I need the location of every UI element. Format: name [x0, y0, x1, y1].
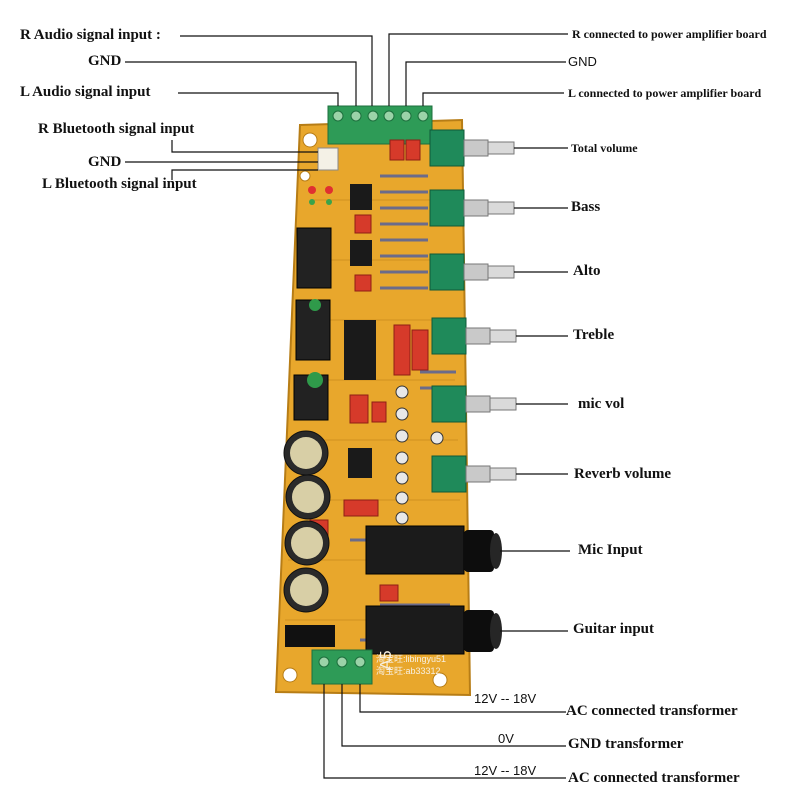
potentiometers: [429, 129, 517, 493]
label-reverb-volume: Reverb volume: [574, 466, 672, 482]
label-voltage-ac1: 12V -- 18V: [474, 691, 537, 706]
ic-chips: [344, 184, 376, 478]
audio-jacks: [365, 525, 502, 655]
top-terminal-block: [327, 105, 433, 145]
terminal-screws: [332, 110, 429, 122]
terminal-body: [327, 105, 433, 145]
label-r-power-amp: R connected to power amplifier board: [572, 27, 767, 41]
led-red: [325, 186, 333, 194]
led-red: [308, 186, 316, 194]
label-r-audio-input: R Audio signal input :: [20, 27, 161, 43]
mount-hole: [282, 667, 298, 683]
pot-mic-vol: [431, 385, 517, 423]
large-capacitors: [283, 430, 331, 613]
bridge-rectifier: [285, 625, 335, 647]
led-green: [309, 199, 315, 205]
mount-hole: [299, 170, 311, 182]
label-gnd-transformer: GND transformer: [568, 736, 684, 752]
label-l-audio-input: L Audio signal input: [20, 84, 151, 100]
label-l-power-amp: L connected to power amplifier board: [568, 86, 762, 100]
label-mic-vol: mic vol: [578, 396, 625, 412]
leader-lines: [125, 33, 570, 779]
pot-total-volume: [429, 129, 515, 167]
label-alto: Alto: [573, 263, 601, 279]
green-capacitor: [307, 372, 323, 388]
board-seller-label: 淘宝旺:libingyu51: [376, 654, 447, 664]
label-bass: Bass: [571, 199, 601, 215]
bottom-terminal-block: [311, 649, 373, 685]
green-capacitor: [309, 299, 321, 311]
label-gnd-audio: GND: [88, 53, 122, 69]
label-mic-input: Mic Input: [578, 542, 643, 558]
pot-reverb-volume: [431, 455, 517, 493]
label-guitar-input: Guitar input: [573, 621, 654, 637]
label-gnd-bluetooth: GND: [88, 154, 122, 170]
label-ac-transformer-2: AC connected transformer: [568, 770, 740, 786]
label-voltage-gnd: 0V: [498, 731, 514, 746]
pot-alto: [429, 253, 515, 291]
jack-mic-input: [365, 525, 502, 575]
label-gnd-power-amp: GND: [568, 54, 597, 69]
label-voltage-ac2: 12V -- 18V: [474, 763, 537, 778]
small-capacitors: [395, 385, 444, 525]
heatsinks: [293, 227, 332, 421]
label-r-bluetooth-input: R Bluetooth signal input: [38, 121, 195, 137]
label-l-bluetooth-input: L Bluetooth signal input: [42, 176, 197, 192]
jack-guitar-input: [365, 605, 502, 655]
pot-treble: [431, 317, 517, 355]
label-ac-transformer-1: AC connected transformer: [566, 703, 738, 719]
label-total-volume: Total volume: [571, 141, 638, 155]
label-treble: Treble: [573, 327, 615, 343]
board-seller-label: 淘宝旺:ab33312: [376, 666, 441, 676]
bluetooth-connector: [317, 147, 339, 171]
pot-bass: [429, 189, 515, 227]
mount-hole: [302, 132, 318, 148]
mount-hole: [432, 672, 448, 688]
led-green: [326, 199, 332, 205]
